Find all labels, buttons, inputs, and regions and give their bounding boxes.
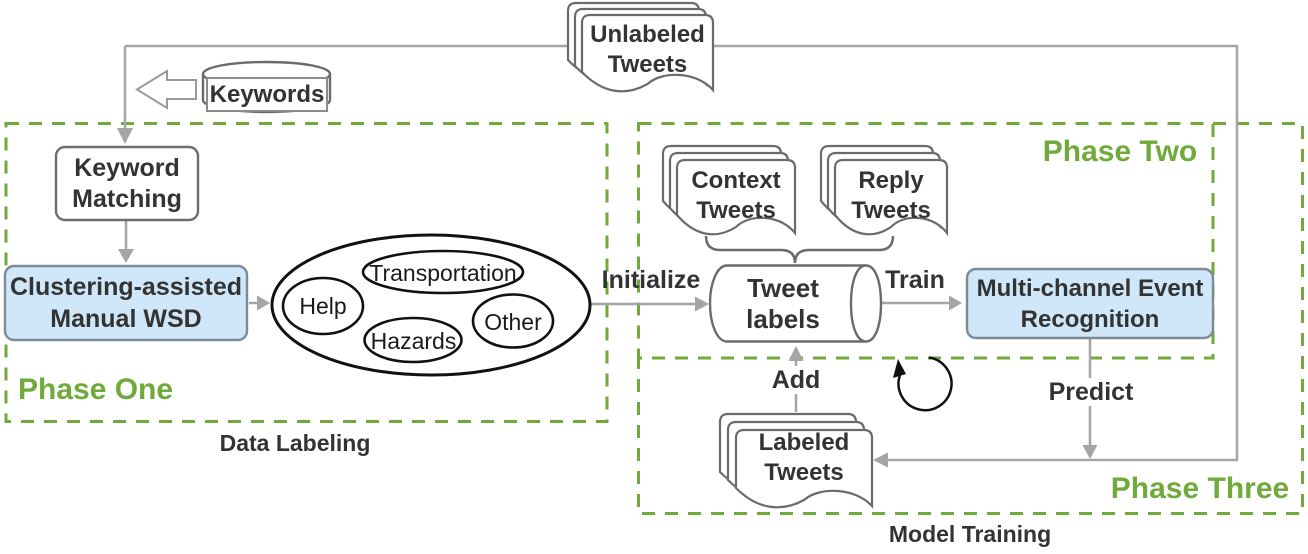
keywords-label: Keywords [206, 77, 328, 112]
data-labeling-caption: Data Labeling [219, 429, 371, 456]
context-tweets-label: Context Tweets [691, 167, 781, 224]
reply-tweets-stack [819, 144, 949, 237]
unlabeled-to-keyword-arrow [117, 46, 133, 144]
labeled-tweets-stack [718, 412, 874, 509]
predict-label: Predict [1045, 378, 1137, 406]
tweet-labels-label: Tweet labels [746, 273, 820, 334]
other-ellipse [471, 293, 555, 349]
add-label: Add [768, 366, 824, 394]
help-ellipse [281, 276, 365, 336]
keyword-to-clustering-arrow [118, 221, 134, 263]
keyword-matching-box [54, 145, 200, 222]
phase-one-box [4, 122, 609, 423]
clusters-ellipse-group [270, 233, 592, 377]
model-training-caption: Model Training [888, 520, 1052, 547]
phase-two-box [637, 122, 1215, 360]
initialize-arrow [590, 296, 709, 312]
transportation-ellipse [361, 249, 525, 295]
unlabeled-tweets-label: Unlabeled Tweets [590, 21, 705, 78]
cluster-other-label: Other [484, 308, 542, 335]
cluster-hazards-label: Hazards [370, 327, 457, 354]
cluster-transportation-label: Transportation [369, 259, 517, 286]
clustering-wsd-box [3, 264, 249, 342]
tweet-labels-cylinder [708, 264, 883, 343]
back-arrow-icon [135, 69, 197, 110]
phase-two-label: Phase Two [1042, 135, 1198, 168]
phase-three-label: Phase Three [1110, 472, 1290, 505]
context-tweets-stack [661, 144, 797, 237]
reply-tweets-label: Reply Tweets [851, 167, 931, 224]
unlabeled-tweets-stack [566, 1, 715, 93]
brace-icon [704, 235, 895, 264]
multi-channel-label: Multi-channel Event Recognition [976, 274, 1204, 333]
train-arrow [882, 295, 962, 311]
multi-channel-box [965, 267, 1215, 340]
initialize-label: Initialize [601, 265, 701, 294]
labeled-tweets-label: Labeled Tweets [758, 429, 850, 486]
loop-arrow-icon [893, 356, 953, 412]
keyword-matching-label: Keyword Matching [72, 153, 182, 213]
cluster-help-label: Help [299, 292, 347, 319]
clustering-wsd-label: Clustering-assisted Manual WSD [9, 272, 242, 333]
train-label: Train [885, 265, 945, 294]
phase-one-label: Phase One [18, 373, 174, 406]
clustering-to-clusters-arrow [249, 295, 270, 311]
hazards-ellipse [363, 316, 463, 364]
